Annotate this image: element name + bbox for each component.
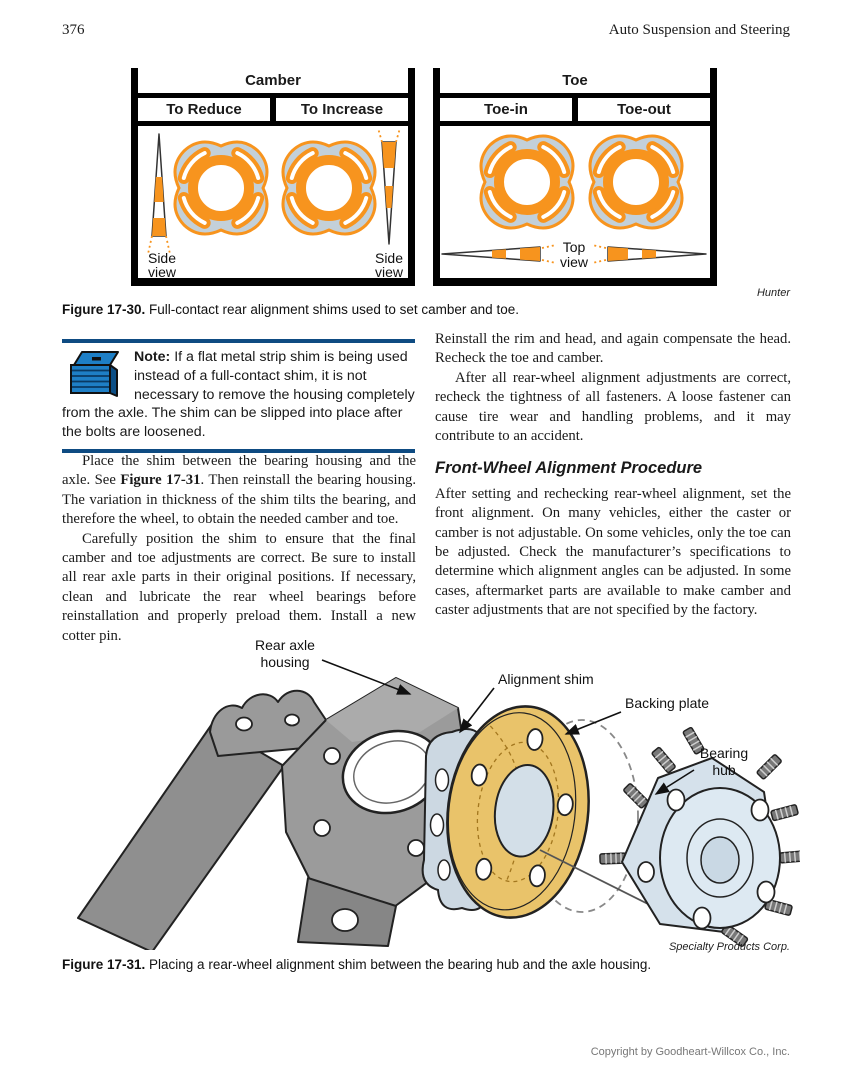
shim-icon <box>283 142 375 234</box>
divider <box>572 98 578 121</box>
callout-arrow <box>654 769 695 795</box>
divider <box>440 93 710 98</box>
figure-17-30: Camber To Reduce To Increase <box>131 68 717 286</box>
toe-panel: Toe Toe-in Toe-out <box>433 68 717 286</box>
paragraph: After all rear-wheel alignment adjustmen… <box>435 369 791 445</box>
rear-axle-housing-label: Rear axle <box>255 637 315 653</box>
toe-out-wedge-icon <box>591 244 707 264</box>
figure-17-31: Rear axle housing Alignment shim Backing… <box>60 620 808 953</box>
figure-17-30-credit: Hunter <box>756 287 790 299</box>
camber-title: Camber <box>245 72 301 89</box>
side-view-label: view <box>148 264 177 278</box>
running-head: Auto Suspension and Steering <box>608 22 790 38</box>
shim-icon <box>590 136 682 228</box>
camber-increase-wedge-icon <box>377 127 401 245</box>
paragraph: After setting and rechecking rear-wheel … <box>435 485 791 619</box>
figure-reference: Figure 17-31 <box>120 472 201 489</box>
rear-axle-housing-label: housing <box>260 654 309 670</box>
toe-header-out: Toe-out <box>617 101 671 118</box>
copyright-notice: Copyright by Goodheart-Willcox Co., Inc. <box>590 1046 790 1058</box>
divider <box>138 121 408 126</box>
top-view-label: view <box>560 254 589 270</box>
toe-illustration: Top view <box>440 126 710 278</box>
side-view-label: Side <box>375 250 403 266</box>
right-column: Reinstall the rim and head, and again co… <box>435 330 791 621</box>
paragraph-text: Place the shim between the bearing housi… <box>62 453 416 489</box>
alignment-shim-label: Alignment shim <box>498 671 594 687</box>
caption-text: Full-contact rear alignment shims used t… <box>145 302 519 317</box>
top-view-label: Top <box>563 239 586 255</box>
toe-title: Toe <box>562 72 588 89</box>
paragraph: Carefully position the shim to ensure th… <box>62 530 416 644</box>
toe-shims-drawing: Top view <box>441 126 707 270</box>
camber-headers: To Reduce To Increase <box>138 98 408 121</box>
section-heading: Front-Wheel Alignment Procedure <box>435 459 703 478</box>
bearing-hub-part <box>599 726 808 948</box>
caption-label: Figure 17-31. <box>62 957 146 972</box>
figure-17-30-caption: Figure 17-30. Full-contact rear alignmen… <box>62 302 622 317</box>
divider <box>138 93 408 98</box>
callout-arrow <box>564 711 622 735</box>
backing-plate-label: Backing plate <box>625 695 709 711</box>
rear-axle-housing-part <box>77 677 471 953</box>
divider <box>440 121 710 126</box>
exploded-view-drawing: Rear axle housing Alignment shim Backing… <box>77 637 808 953</box>
camber-shims-drawing: Side view Side view <box>147 127 404 278</box>
left-column: Place the shim between the bearing housi… <box>62 452 416 646</box>
page-number: 376 <box>62 22 85 38</box>
callout-arrow <box>321 659 412 695</box>
camber-illustration: Side view Side view <box>138 126 408 278</box>
figure-17-31-credit: Specialty Products Corp. <box>668 941 790 953</box>
bearing-hub-label: Bearing <box>700 745 748 761</box>
backing-plate-part <box>446 705 590 919</box>
side-view-label: view <box>375 264 404 278</box>
paragraph: Reinstall the rim and head, and again co… <box>435 331 791 367</box>
shim-icon <box>481 136 573 228</box>
note-label: Note: <box>134 349 171 365</box>
divider <box>270 98 276 121</box>
toolbox-icon <box>64 349 124 399</box>
bearing-hub-label: hub <box>712 762 736 778</box>
camber-header-increase: To Increase <box>300 101 384 118</box>
callout-arrow <box>459 687 495 734</box>
side-view-label: Side <box>148 250 176 266</box>
paragraph: Place the shim between the bearing housi… <box>62 452 416 530</box>
note-box: Note: If a flat metal strip shim is bein… <box>62 339 415 453</box>
paragraph-text: . Then reinstall the bearing housing. Th… <box>62 472 417 528</box>
toe-header-in: Toe-in <box>484 101 528 118</box>
camber-reduce-wedge-icon <box>147 133 171 255</box>
note-text: If a flat metal strip shim is being used… <box>62 349 415 441</box>
figure-17-31-caption: Figure 17-31. Placing a rear-wheel align… <box>62 957 762 972</box>
camber-header-reduce: To Reduce <box>166 101 242 118</box>
toe-in-wedge-icon <box>441 244 557 264</box>
caption-text: Placing a rear-wheel alignment shim betw… <box>145 957 652 972</box>
caption-label: Figure 17-30. <box>62 302 146 317</box>
shim-icon <box>175 142 267 234</box>
camber-panel: Camber To Reduce To Increase <box>131 68 415 286</box>
toe-headers: Toe-in Toe-out <box>440 98 710 121</box>
